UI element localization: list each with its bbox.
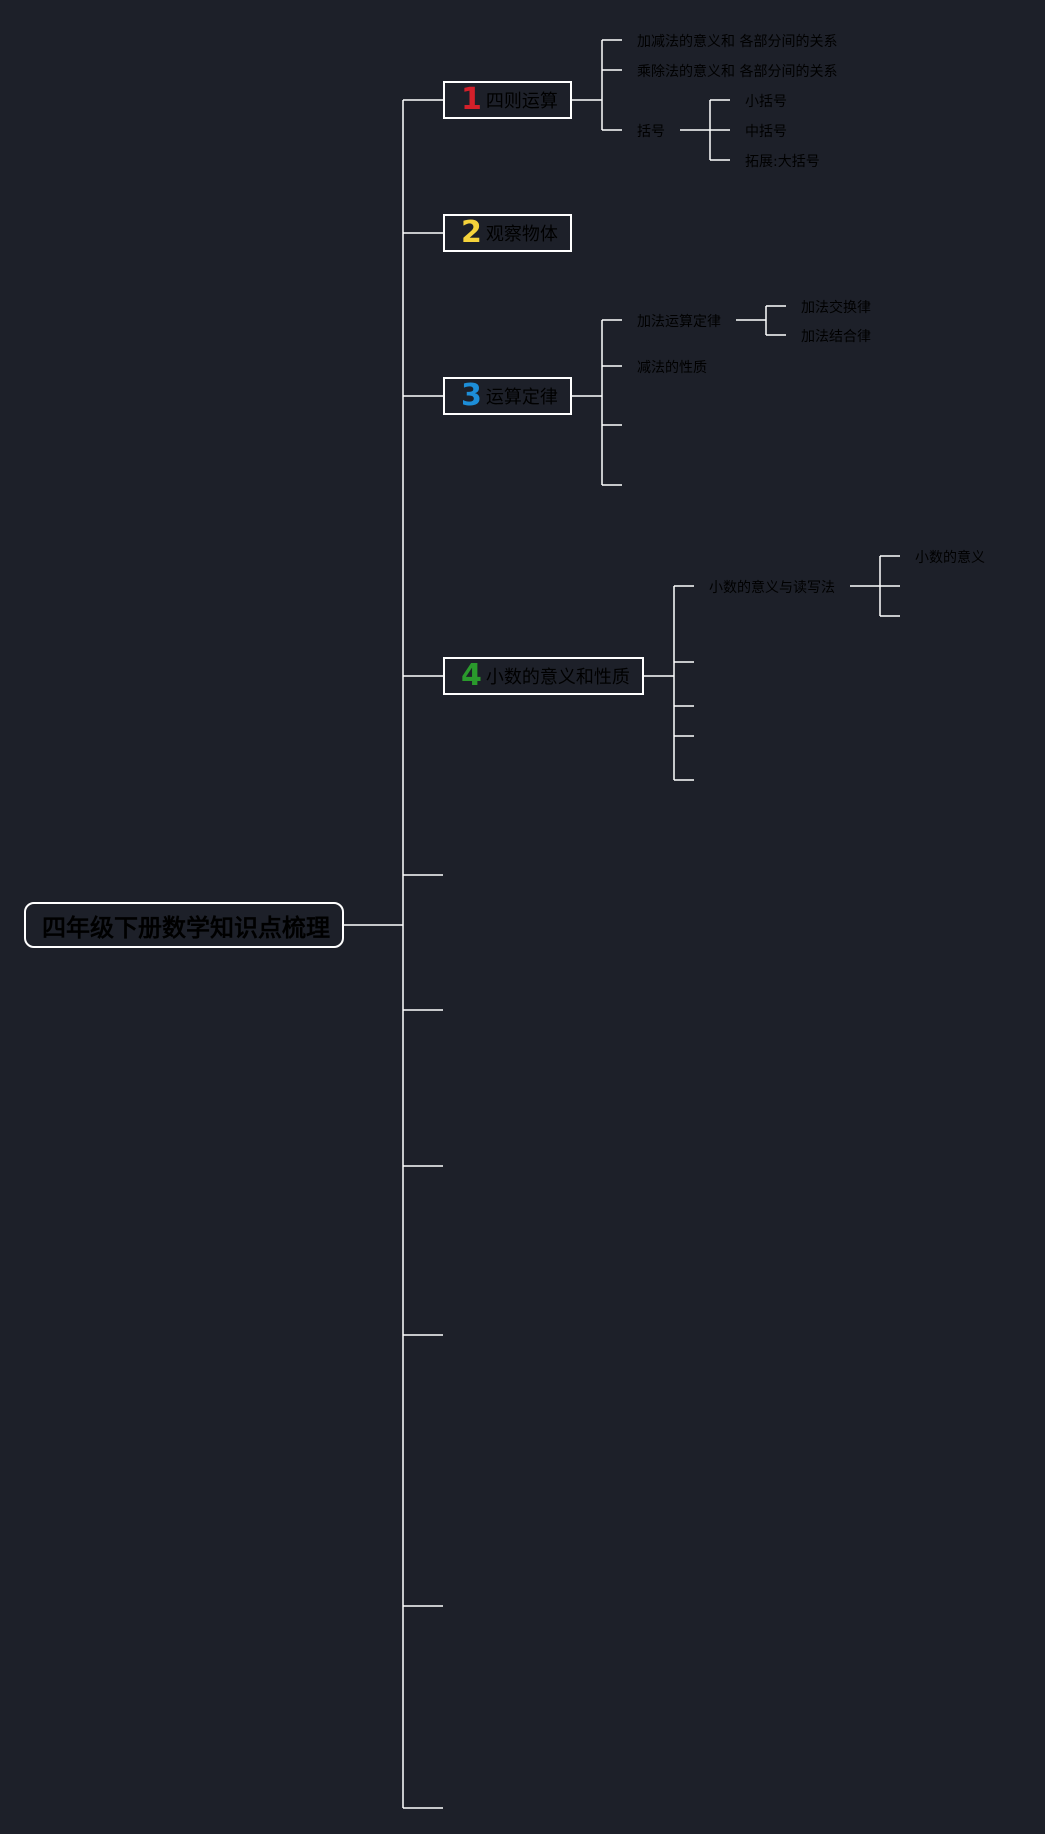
branch-number-4: 4 xyxy=(461,658,482,693)
subtopic-b3-1[interactable]: 加法运算定律 xyxy=(637,314,721,330)
branch-number-1: 1 xyxy=(461,82,482,117)
root-title: 四年级下册数学知识点梳理 xyxy=(42,913,330,942)
branch-topic-2[interactable]: 2 观察物体 xyxy=(443,214,572,252)
leaf-b1-3-2[interactable]: 中括号 xyxy=(745,124,787,140)
branch-label-4: 小数的意义和性质 xyxy=(485,667,630,688)
subtopic-b3-2[interactable]: 减法的性质 xyxy=(637,360,707,376)
subtopic-b1-2[interactable]: 乘除法的意义和 各部分间的关系 xyxy=(637,64,838,80)
leaf-b3-1-1[interactable]: 加法交换律 xyxy=(801,300,871,316)
subtopic-b1-3[interactable]: 括号 xyxy=(637,124,665,140)
leaf-b1-3-1[interactable]: 小括号 xyxy=(745,94,787,110)
branch-topic-4[interactable]: 4 小数的意义和性质 xyxy=(443,657,644,695)
branch-label-2: 观察物体 xyxy=(485,224,558,245)
branch-label-3: 运算定律 xyxy=(485,387,558,408)
branch-number-3: 3 xyxy=(461,378,482,413)
leaf-b1-3-3[interactable]: 拓展:大括号 xyxy=(745,154,820,170)
leaf-b4-1-1[interactable]: 小数的意义 xyxy=(915,550,985,566)
branch-topic-1[interactable]: 1 四则运算 xyxy=(443,81,572,119)
branch-topic-3[interactable]: 3 运算定律 xyxy=(443,377,572,415)
leaf-b3-1-2[interactable]: 加法结合律 xyxy=(801,329,871,345)
subtopic-b4-1[interactable]: 小数的意义与读写法 xyxy=(709,580,835,596)
root-topic[interactable]: 四年级下册数学知识点梳理 xyxy=(24,902,344,948)
branch-label-1: 四则运算 xyxy=(485,91,558,112)
subtopic-b1-1[interactable]: 加减法的意义和 各部分间的关系 xyxy=(637,34,838,50)
branch-number-2: 2 xyxy=(461,215,482,250)
